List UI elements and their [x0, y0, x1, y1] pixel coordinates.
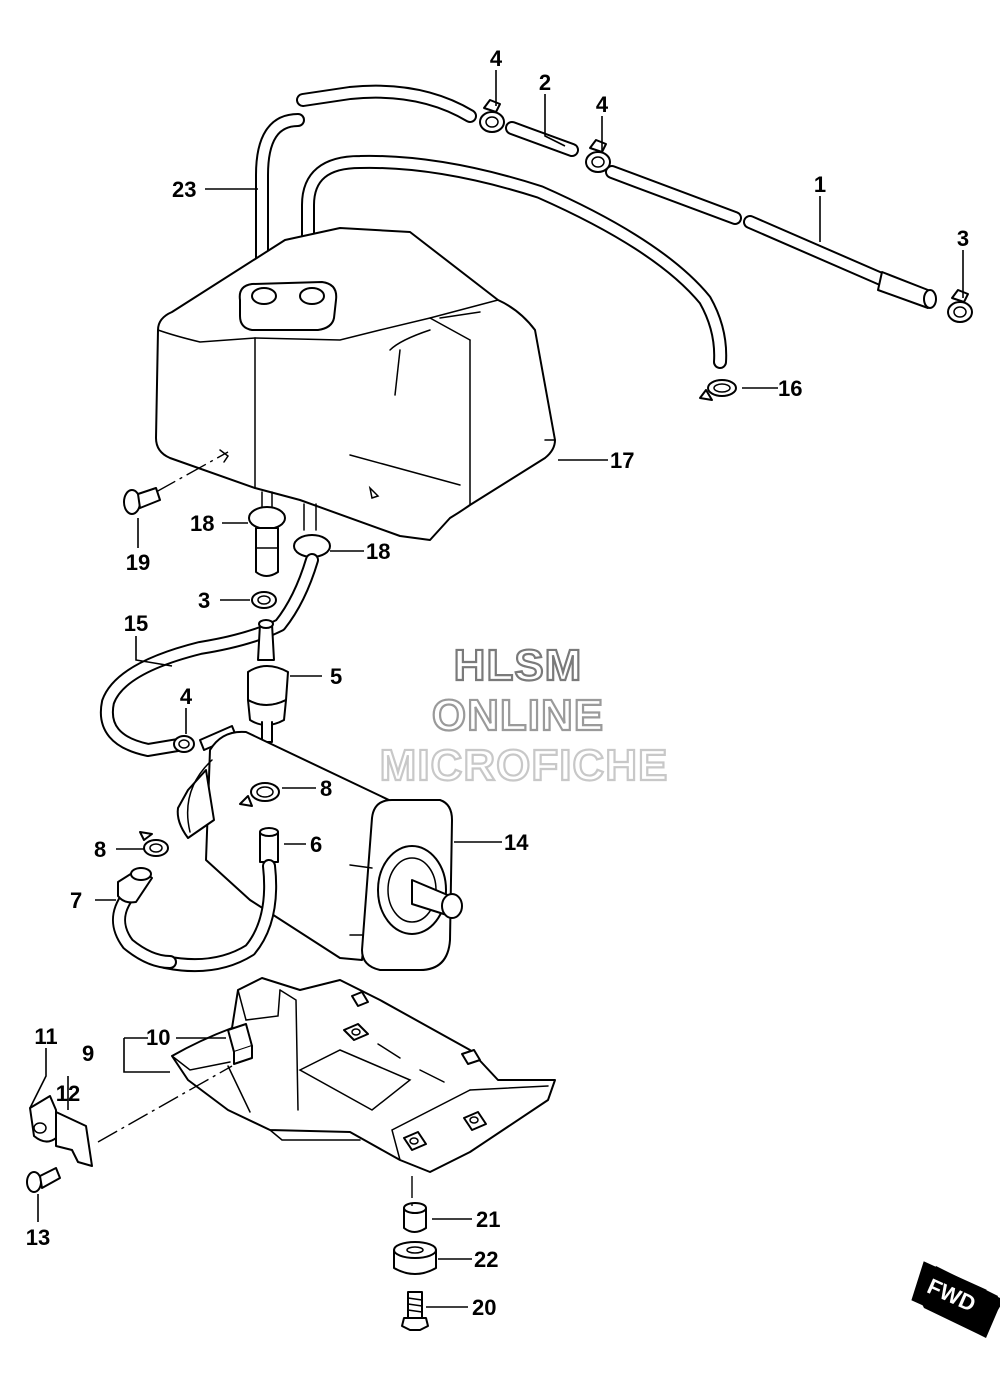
part-19-screw — [123, 487, 161, 515]
part-15-hose — [99, 553, 319, 757]
watermark: HLSM ONLINE MICROFICHE — [379, 640, 669, 791]
part-1-hose — [605, 165, 937, 309]
leader-lines — [29, 70, 964, 1308]
part-7-hose — [112, 867, 177, 969]
callout-6: 6 — [310, 832, 322, 857]
callout-15: 15 — [124, 611, 148, 636]
callout-1: 1 — [814, 172, 826, 197]
callout-labels: 4 2 4 1 3 23 16 17 19 18 18 3 15 5 4 8 6… — [26, 46, 969, 1320]
clip-4-top-left — [479, 99, 505, 133]
part-17-tank — [155, 227, 556, 541]
callout-13: 13 — [26, 1225, 50, 1250]
part-18-fitting-left — [248, 491, 286, 577]
callout-7: 7 — [70, 888, 82, 913]
callout-20: 20 — [472, 1295, 496, 1320]
part-11-clamp — [29, 1095, 57, 1143]
callout-23: 23 — [172, 177, 196, 202]
callout-12: 12 — [56, 1081, 80, 1106]
callout-4-top-left: 4 — [490, 46, 503, 71]
callout-17: 17 — [610, 448, 634, 473]
clip-8-left — [139, 831, 169, 857]
callout-18-right: 18 — [366, 539, 390, 564]
callout-5: 5 — [330, 664, 342, 689]
part-13-screw — [26, 1167, 61, 1193]
callout-2: 2 — [539, 70, 551, 95]
callout-11: 11 — [34, 1024, 57, 1049]
clip-3-middle — [251, 591, 277, 609]
callout-3-top-right: 3 — [957, 226, 969, 251]
part-18-fitting-right — [293, 503, 331, 558]
callout-21: 21 — [476, 1207, 500, 1232]
clip-16 — [699, 379, 737, 401]
watermark-line-3: MICROFICHE — [380, 741, 669, 790]
callout-8-right: 8 — [320, 776, 332, 801]
callout-9: 9 — [82, 1041, 94, 1066]
callout-3-middle: 3 — [198, 588, 210, 613]
part-20-bolt — [401, 1291, 429, 1331]
part-6-hose — [158, 827, 279, 973]
callout-10: 10 — [146, 1025, 170, 1050]
callout-18-left: 18 — [190, 511, 214, 536]
part-5-valve — [247, 619, 289, 743]
clip-3-top-right — [947, 289, 973, 323]
clip-8-right — [239, 782, 280, 807]
part-23-vent-hoses — [255, 84, 728, 369]
part-12-pad — [55, 1111, 93, 1167]
callout-4-middle: 4 — [180, 684, 193, 709]
watermark-line-2: ONLINE — [432, 691, 604, 740]
clip-4-top-right — [585, 139, 611, 173]
watermark-line-1: HLSM — [454, 641, 583, 690]
callout-22: 22 — [474, 1247, 498, 1272]
fwd-arrow-badge: FWD — [911, 1261, 1000, 1338]
part-10-block — [227, 1023, 253, 1065]
part-9-bracket — [171, 977, 556, 1173]
callout-4-top-right: 4 — [596, 92, 609, 117]
part-22-grommet — [393, 1241, 437, 1275]
callout-16: 16 — [778, 376, 802, 401]
part-2-pipe — [505, 121, 579, 157]
callout-8-left: 8 — [94, 837, 106, 862]
part-21-collar — [403, 1202, 427, 1233]
callout-14: 14 — [504, 830, 529, 855]
callout-19: 19 — [126, 550, 150, 575]
